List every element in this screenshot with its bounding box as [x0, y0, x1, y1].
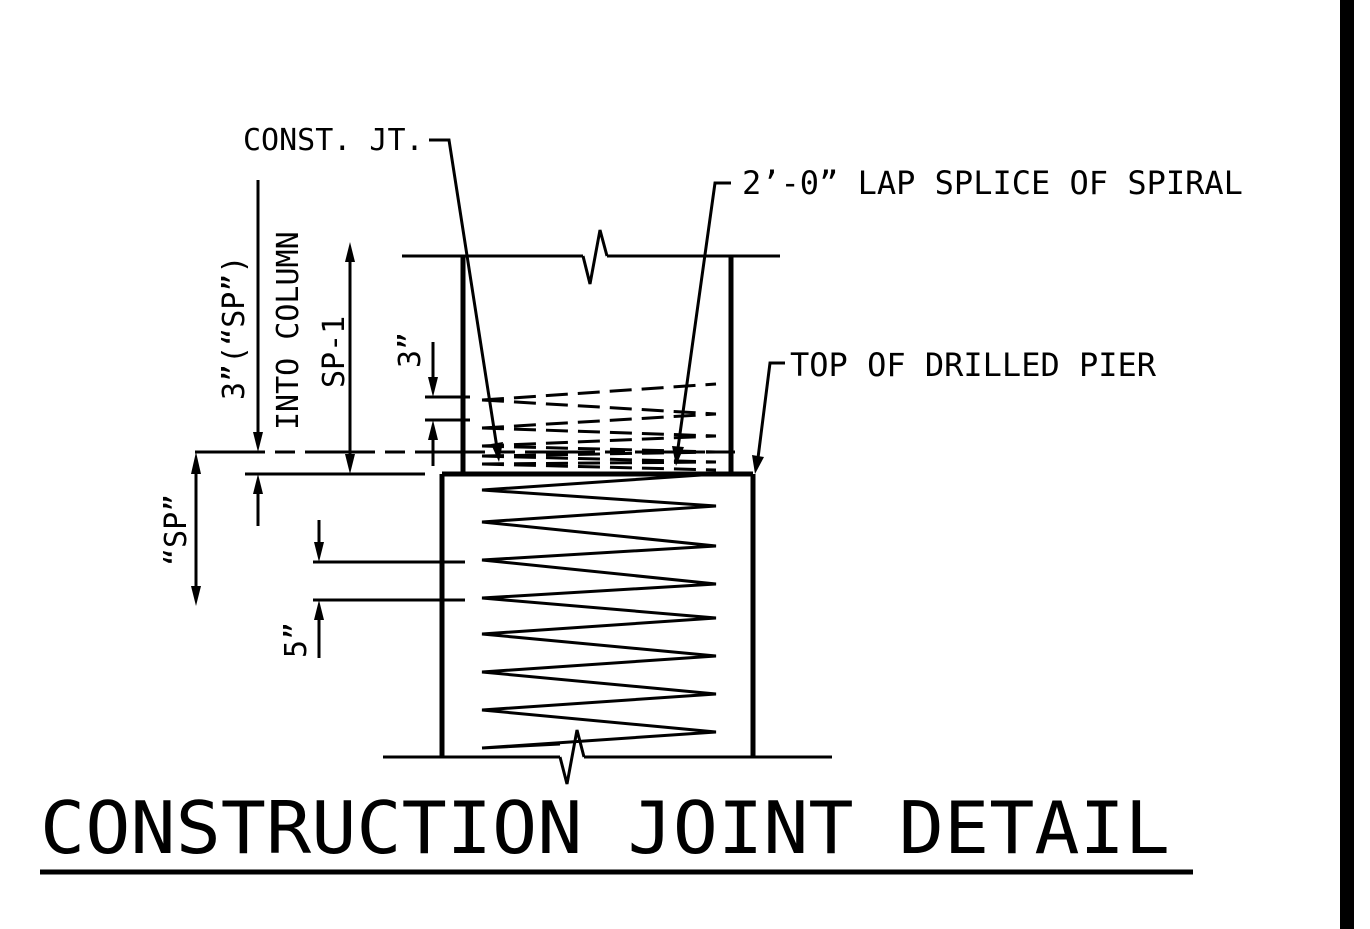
sheet-border [1340, 0, 1354, 929]
pier-spiral [481, 472, 717, 750]
column-outline [402, 229, 780, 474]
leader-const-jt [429, 138, 503, 462]
dim-3in [425, 342, 470, 466]
dim-into-column [245, 180, 425, 526]
dim-sp [191, 452, 201, 606]
label-3in: 3” [393, 332, 428, 368]
label-5in: 5” [279, 622, 314, 658]
label-into-column-b: INTO COLUMN [271, 231, 306, 430]
label-sp: “SP” [159, 494, 194, 566]
label-const-jt: CONST. JT. [243, 123, 424, 158]
label-sp1: SP-1 [317, 316, 352, 388]
leader-top-pier [752, 361, 785, 474]
dim-sp1 [345, 242, 355, 474]
dim-5in [313, 520, 465, 658]
label-into-column-a: 3”(“SP”) [217, 256, 252, 401]
label-lap-splice: 2’-0” LAP SPLICE OF SPIRAL [742, 164, 1243, 202]
leader-lap-splice [672, 181, 731, 466]
drawing-title: CONSTRUCTION JOINT DETAIL [40, 786, 1170, 870]
drilled-pier-outline [383, 471, 832, 785]
label-top-pier: TOP OF DRILLED PIER [790, 346, 1157, 384]
